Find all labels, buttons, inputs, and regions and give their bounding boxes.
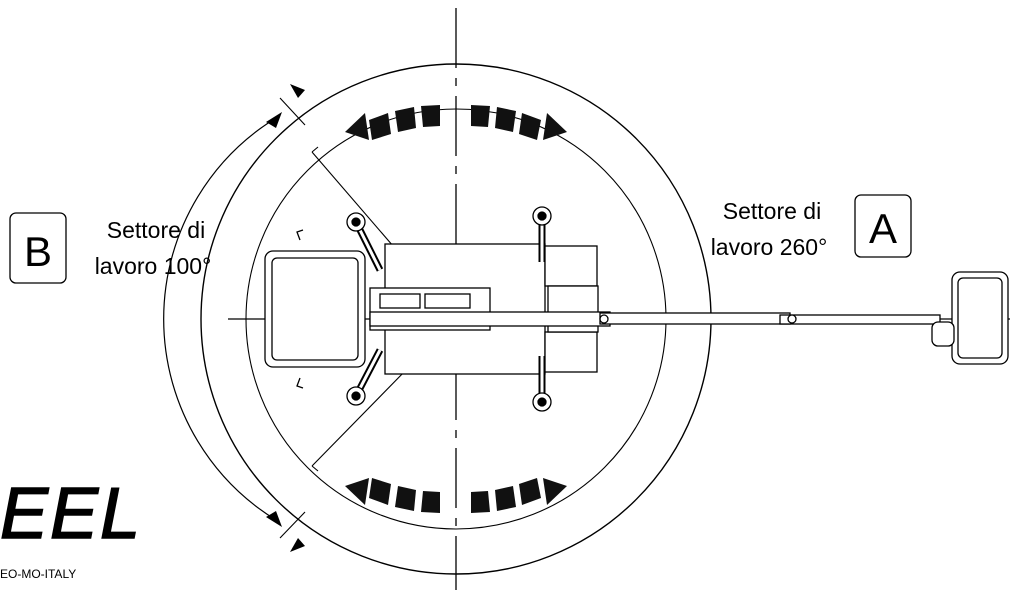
rotation-arrows-bottom	[345, 478, 567, 513]
sector-b-dimension-arc	[163, 117, 277, 521]
sector-b-text-line1: Settore di	[107, 217, 205, 243]
arrow-cw-bottom-head	[543, 478, 567, 505]
outrigger-front-bottom	[532, 356, 552, 412]
arrow-block	[421, 491, 440, 513]
sector-b-letter: B	[24, 228, 52, 275]
boom-section-1	[369, 311, 611, 327]
outrigger-rear-top	[346, 212, 384, 272]
sector-b-label: B Settore di lavoro 100°	[9, 212, 212, 284]
arrow-cw-top-head	[543, 113, 567, 140]
sector-a-letter-box	[854, 194, 912, 258]
sector-a-text-line2: lavoro 260°	[711, 234, 828, 260]
logo-wordmark: EEL	[0, 474, 142, 554]
rear-hood	[264, 250, 366, 368]
basket	[951, 271, 1009, 365]
arc-arrowheads	[266, 84, 305, 552]
sector-b-text-line2: lavoro 100°	[95, 253, 212, 279]
sector-a-text-line1: Settore di	[723, 198, 821, 224]
boom-section-3	[779, 314, 941, 325]
rotation-arrows-top	[345, 105, 567, 140]
sector-a-letter: A	[869, 205, 897, 252]
arrow-block	[369, 113, 391, 140]
machine-top-view	[264, 206, 1009, 412]
arrow-block	[495, 486, 516, 511]
arrow-block	[395, 107, 416, 132]
front-frame	[544, 245, 598, 287]
arrow-block	[369, 478, 391, 505]
boom-section-2	[599, 312, 791, 325]
arrow-block	[519, 478, 541, 505]
sector-b-letter-box	[9, 212, 67, 284]
arrow-block	[519, 113, 541, 140]
basket-joint	[931, 321, 955, 347]
outrigger-rear-bottom	[346, 348, 384, 406]
arrow-block	[495, 107, 516, 132]
logo-caption: EO-MO-ITALY	[0, 567, 76, 581]
manufacturer-logo: EEL EO-MO-ITALY	[0, 473, 142, 581]
sector-a-label: Settore di lavoro 260° A	[711, 194, 912, 260]
arrow-block	[471, 491, 490, 513]
arrow-block	[421, 105, 440, 127]
arrow-block	[395, 486, 416, 511]
arrow-block	[471, 105, 490, 127]
arrow-ccw-top-head	[345, 113, 369, 140]
arrow-ccw-bottom-head	[345, 478, 369, 505]
outrigger-front-top	[532, 206, 552, 262]
